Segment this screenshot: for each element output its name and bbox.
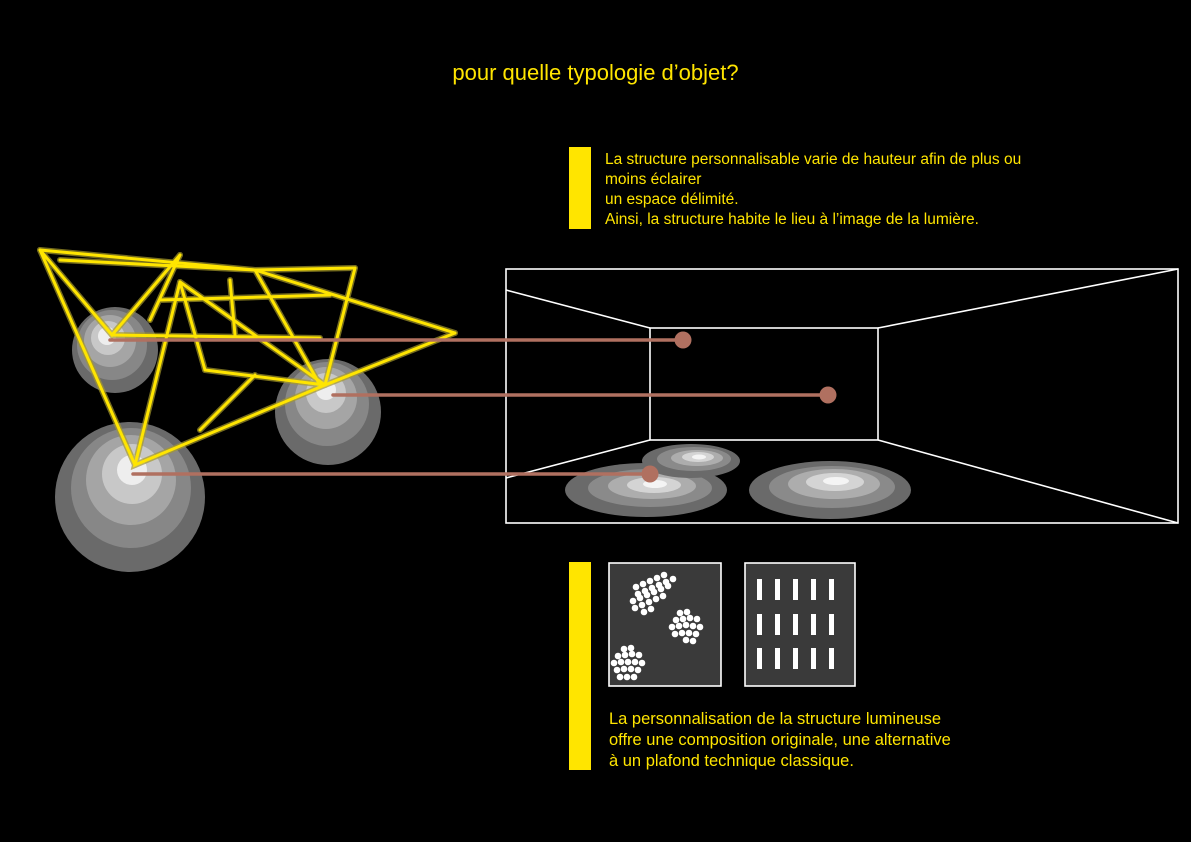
page-title: pour quelle typologie d’objet?	[452, 60, 739, 85]
cluster-pattern-icon	[608, 562, 722, 687]
light-structure-icon	[37, 247, 458, 471]
top-description-line: moins éclairer	[605, 171, 702, 188]
top-description: La structure personnalisable varie de ha…	[605, 150, 1021, 230]
connector-endpoints	[641, 331, 837, 483]
top-description-line: La structure personnalisable varie de ha…	[605, 151, 1022, 168]
top-accent-bar	[569, 147, 591, 229]
bottom-description-line: La personnalisation de la structure lumi…	[609, 710, 942, 728]
grid-pattern-icon	[744, 562, 856, 687]
floor-light-pool	[749, 461, 911, 519]
top-description-line: un espace délimité.	[605, 191, 739, 208]
bottom-description-line: à un plafond technique classique.	[609, 752, 854, 770]
connector-lines	[108, 338, 830, 476]
bottom-description-line: offre une composition originale, une alt…	[609, 731, 951, 749]
floor-light-pool	[642, 444, 740, 478]
bottom-accent-bar	[569, 562, 591, 770]
top-description-line: Ainsi, la structure habite le lieu à l’i…	[605, 211, 979, 228]
bottom-description: La personnalisation de la structure lumi…	[609, 709, 951, 772]
